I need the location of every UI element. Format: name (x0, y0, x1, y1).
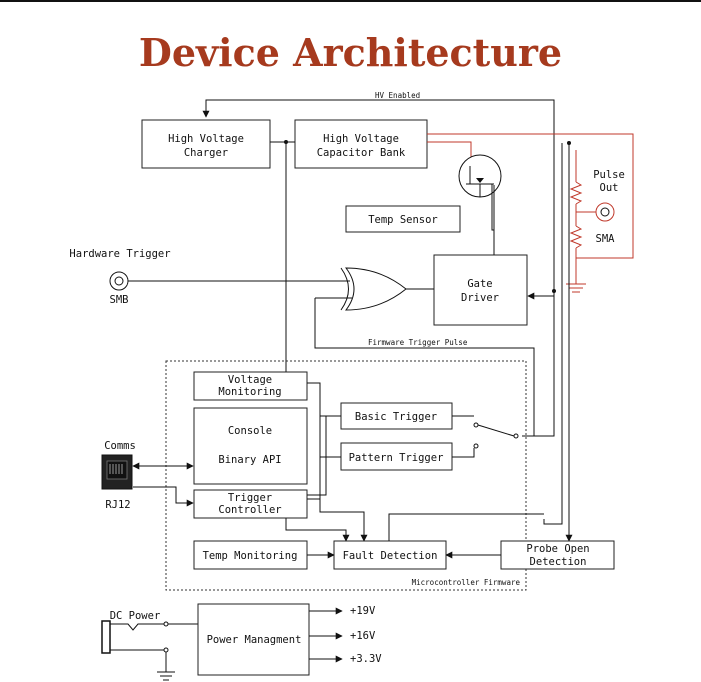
svg-text:Fault Detection: Fault Detection (343, 550, 438, 562)
voltage-monitoring-box: Voltage Monitoring (193, 371, 308, 401)
temp-monitoring-box: Temp Monitoring (193, 540, 308, 570)
svg-text:Driver: Driver (461, 292, 499, 304)
svg-text:Binary API: Binary API (218, 454, 281, 466)
xor-gate (340, 267, 407, 311)
mcu-firmware-label: Microcontroller Firmware (412, 578, 521, 587)
gate-driver-box: Gate Driver (433, 254, 528, 326)
probe-open-detection-box: Probe Open Detection (500, 540, 615, 570)
svg-text:Gate: Gate (467, 278, 492, 290)
svg-text:High Voltage: High Voltage (323, 133, 399, 145)
fault-detection-box: Fault Detection (333, 540, 447, 570)
trigger-controller-box: Trigger Controller (193, 489, 308, 519)
svg-text:Hardware Trigger: Hardware Trigger (69, 248, 170, 260)
svg-text:Capacitor Bank: Capacitor Bank (317, 147, 406, 159)
svg-text:Charger: Charger (184, 147, 228, 159)
diagram-title: Device Architecture (138, 30, 563, 75)
svg-text:Probe Open: Probe Open (526, 543, 589, 555)
pattern-trigger-box: Pattern Trigger (340, 442, 453, 471)
svg-text:Comms: Comms (104, 440, 136, 452)
pulse-out-connector: Pulse Out SMA (593, 169, 625, 245)
svg-text:Console: Console (228, 425, 272, 437)
trigger-select-switch (452, 415, 519, 458)
hv-enabled-line: HV Enabled (202, 91, 555, 150)
dc-power-jack: DC Power (101, 610, 175, 681)
power-rails: +19V +16V +3.3V (309, 605, 382, 665)
firmware-trigger-pulse-label: Firmware Trigger Pulse (368, 338, 468, 347)
svg-text:Temp Monitoring: Temp Monitoring (203, 550, 298, 562)
svg-text:RJ12: RJ12 (105, 499, 130, 511)
svg-text:Temp Sensor: Temp Sensor (368, 214, 438, 226)
svg-text:SMB: SMB (110, 294, 129, 306)
mcu-firmware-region (165, 360, 527, 591)
svg-text:Pattern Trigger: Pattern Trigger (349, 452, 444, 464)
console-binary-api-box: Console Binary API (193, 407, 308, 485)
temp-sensor-box: Temp Sensor (345, 205, 461, 233)
mosfet-switch (458, 154, 502, 255)
svg-text:DC Power: DC Power (110, 610, 161, 622)
hv-enabled-label: HV Enabled (375, 91, 420, 100)
svg-text:Voltage: Voltage (228, 374, 272, 386)
svg-text:Monitoring: Monitoring (218, 386, 281, 398)
svg-text:Pulse: Pulse (593, 169, 625, 181)
svg-text:+19V: +19V (350, 605, 376, 617)
top-rule (0, 0, 701, 2)
power-management-box: Power Managment (197, 603, 310, 676)
svg-text:SMA: SMA (596, 233, 616, 245)
svg-text:Controller: Controller (218, 504, 281, 516)
rj12-connector: Comms RJ12 (101, 440, 136, 511)
svg-text:Basic Trigger: Basic Trigger (355, 411, 437, 423)
svg-text:Out: Out (600, 182, 619, 194)
svg-text:High Voltage: High Voltage (168, 133, 244, 145)
hardware-trigger-connector: Hardware Trigger SMB (69, 248, 170, 306)
svg-text:Detection: Detection (530, 556, 587, 568)
svg-text:Trigger: Trigger (228, 492, 272, 504)
svg-text:+3.3V: +3.3V (350, 653, 382, 665)
basic-trigger-box: Basic Trigger (340, 402, 453, 430)
svg-text:Power Managment: Power Managment (207, 634, 302, 646)
hv-capacitor-bank-box: High Voltage Capacitor Bank (294, 119, 428, 169)
hv-charger-box: High Voltage Charger (141, 119, 271, 169)
svg-text:+16V: +16V (350, 630, 376, 642)
